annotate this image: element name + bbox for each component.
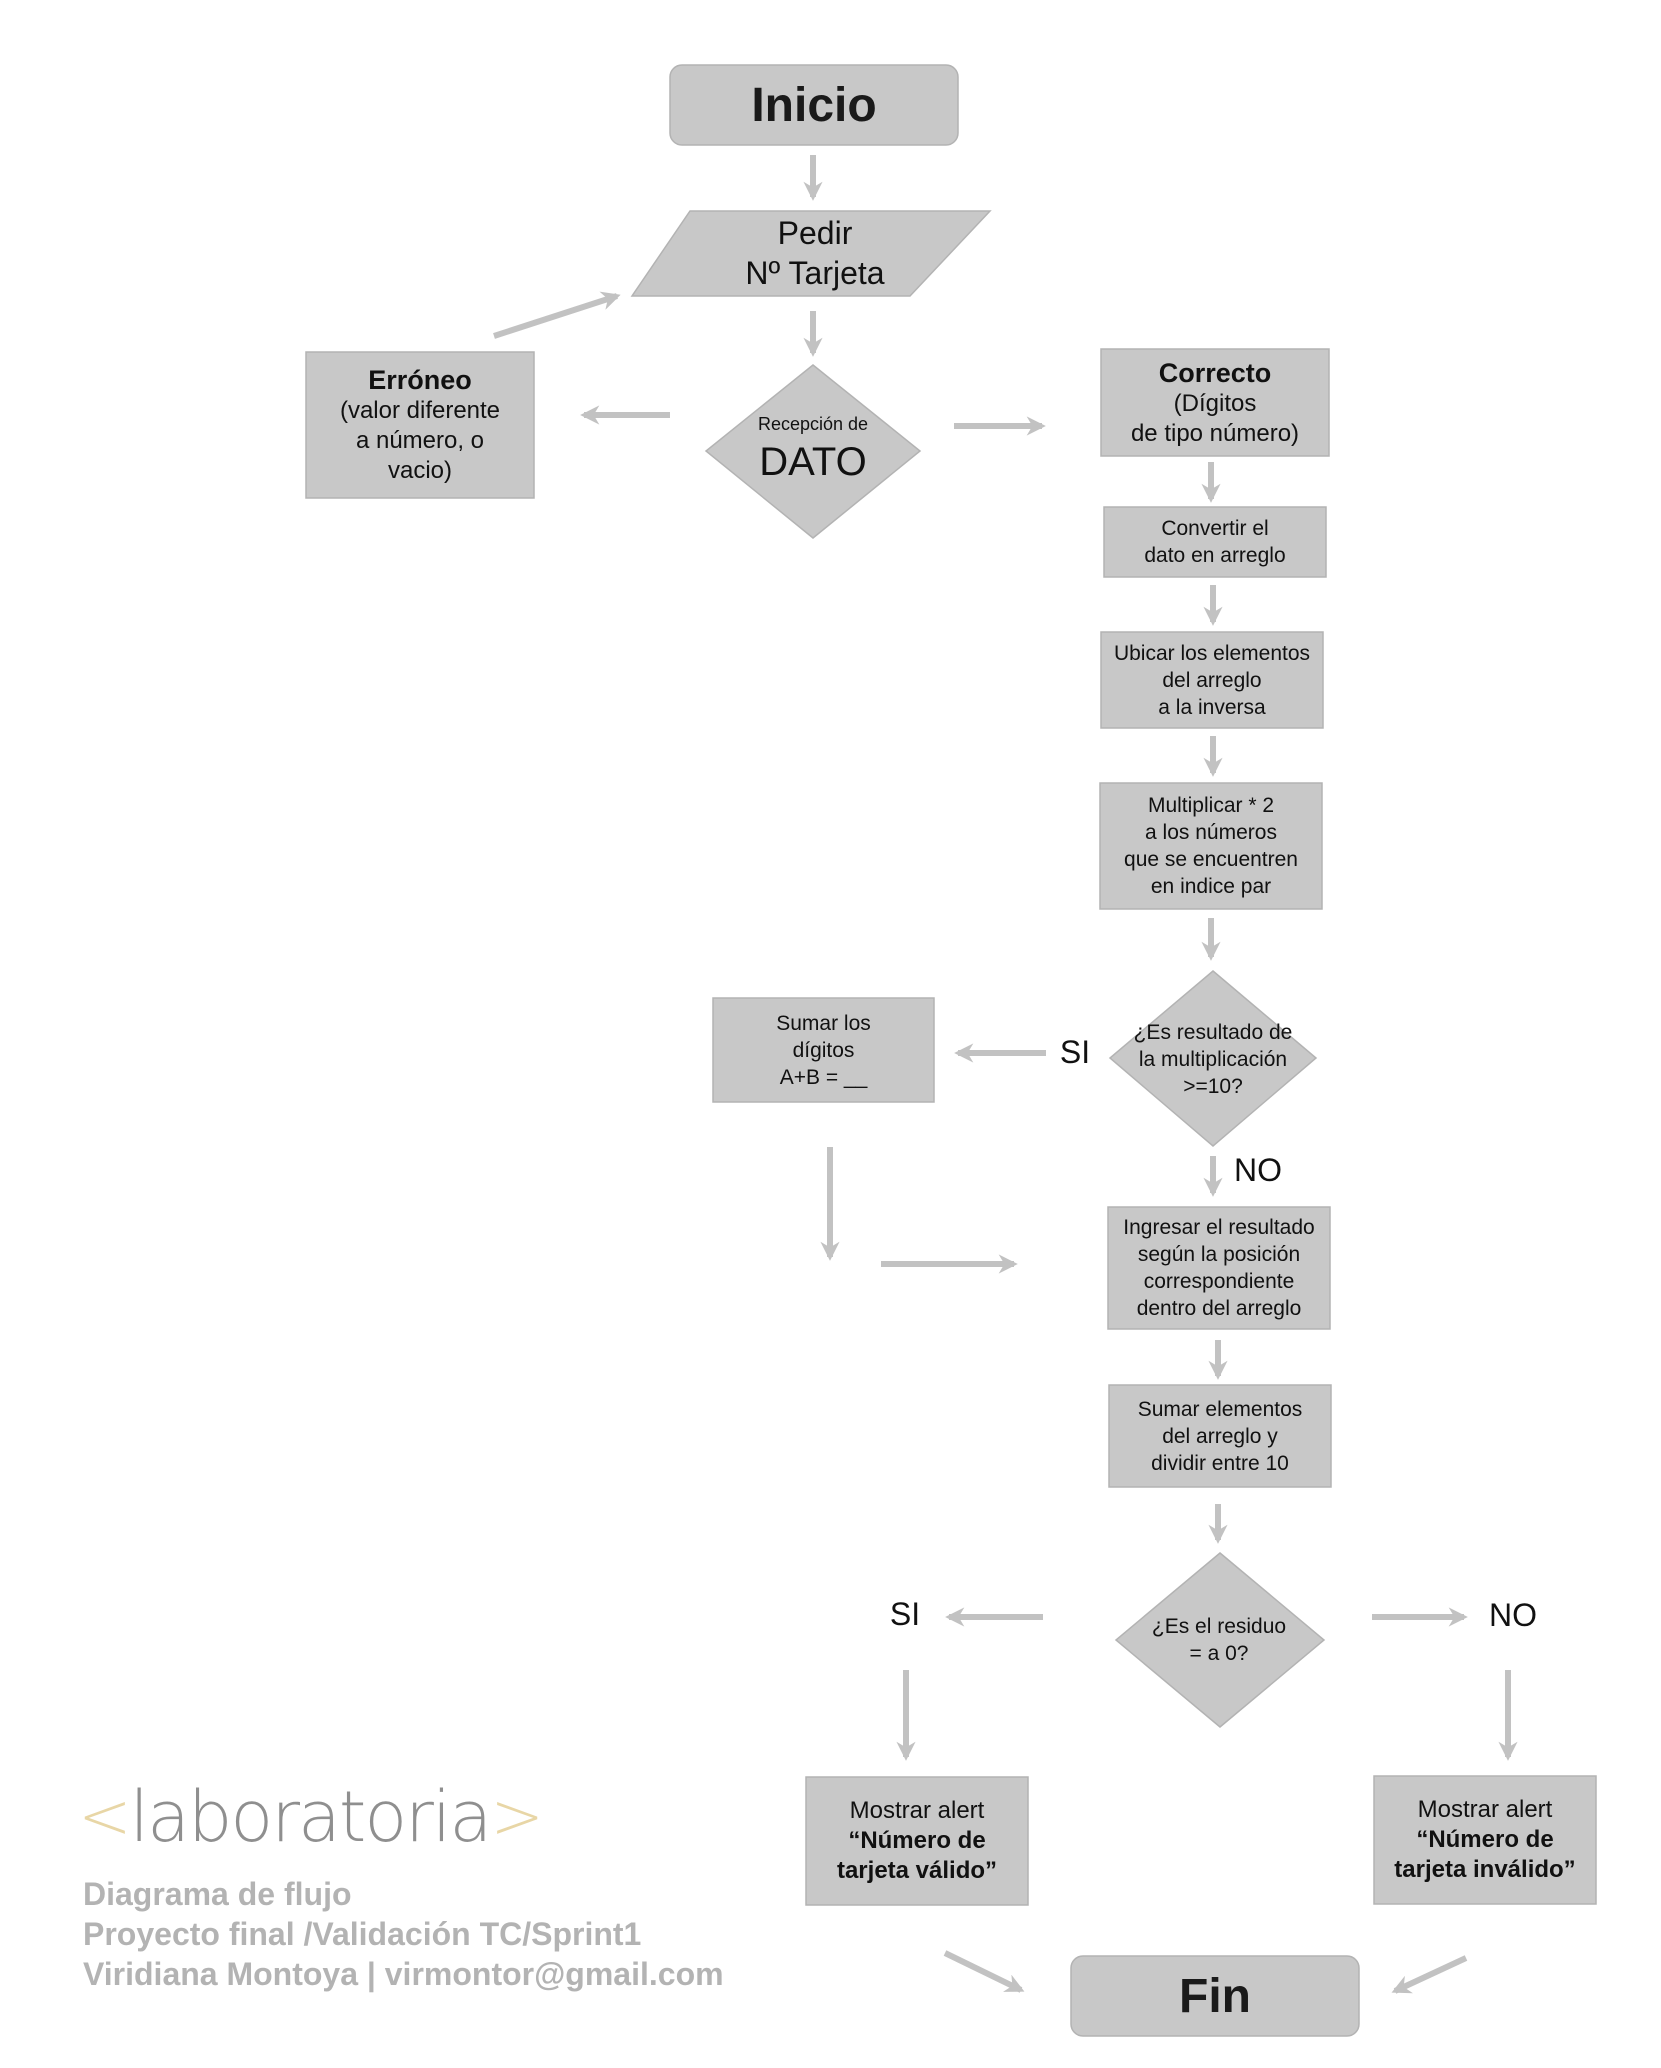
check10-no-label: NO — [1234, 1151, 1282, 1188]
sumdigits-label: Sumar los dígitos A+B = __ — [776, 1011, 871, 1089]
receive-small-text: Recepción de — [757, 414, 869, 434]
convert-label: Convertir el dato en arreglo — [1144, 517, 1286, 567]
valid-label: Mostrar alert “Número de tarjeta válido” — [806, 1777, 1028, 1905]
check10-label: ¿Es resultado de la multiplicación >=10? — [1133, 1020, 1293, 1098]
insert-label: Ingresar el resultado según la posición … — [1123, 1216, 1315, 1320]
reverse-box — [1100, 631, 1324, 729]
logo-close-bracket: > — [490, 1780, 544, 1854]
residue-label: ¿Es el residuo = a 0? — [1151, 1615, 1287, 1665]
end-terminator — [1070, 1955, 1360, 2037]
correct-box — [1100, 348, 1330, 457]
arrow-error-to-input — [493, 291, 621, 339]
check10-yes-label: SI — [1059, 1033, 1091, 1070]
end-label: Fin — [1179, 1969, 1251, 2023]
invalid-box — [1373, 1775, 1597, 1905]
residue-no-label: NO — [1489, 1596, 1537, 1633]
residue-decision — [1114, 1552, 1326, 1728]
correct-label: Correcto (Dígitos de tipo número) — [1101, 349, 1329, 456]
start-terminator — [669, 64, 959, 146]
receive-decision — [704, 364, 922, 539]
error-box — [305, 351, 535, 499]
receive-label: Recepción de DATO — [720, 400, 906, 500]
insert-box — [1107, 1206, 1331, 1330]
sumall-label: Sumar elementos del arreglo y dividir en… — [1137, 1397, 1303, 1475]
correct-title: Correcto — [1158, 357, 1272, 388]
start-label: Inicio — [751, 78, 877, 132]
input-parallelogram — [630, 210, 992, 297]
residue-yes-label: SI — [889, 1595, 921, 1632]
credit-line-project: Proyecto final /Validación TC/Sprint1 — [83, 1916, 642, 1952]
invalid-line2: “Número de tarjeta inválido” — [1394, 1826, 1576, 1883]
check10-decision — [1108, 970, 1318, 1147]
reverse-label: Ubicar los elementos del arreglo a la in… — [1113, 641, 1311, 719]
convert-box — [1103, 506, 1327, 578]
multiply-label: Multiplicar * 2 a los números que se enc… — [1124, 794, 1298, 898]
invalid-line1: Mostrar alert — [1417, 1796, 1553, 1823]
input-label: Pedir Nº Tarjeta — [745, 215, 885, 291]
valid-box — [805, 1776, 1029, 1906]
logo-open-bracket: < — [78, 1780, 132, 1854]
credit-line-author: Viridiana Montoya | virmontor@gmail.com — [83, 1956, 724, 1992]
valid-line2: “Número de tarjeta válido” — [836, 1827, 998, 1884]
error-desc: (valor diferente a número, o vacio) — [339, 397, 501, 484]
arrow-valid-to-end — [943, 1950, 1025, 1993]
invalid-label: Mostrar alert “Número de tarjeta inválid… — [1374, 1776, 1596, 1904]
multiply-box — [1099, 782, 1323, 910]
correct-desc: (Dígitos de tipo número) — [1130, 389, 1300, 447]
logo-wordmark: laboratoria — [129, 1776, 493, 1858]
credit-line-title: Diagrama de flujo — [83, 1876, 352, 1912]
receive-big-text: DATO — [759, 440, 867, 484]
valid-line1: Mostrar alert — [849, 1797, 985, 1824]
sumdigits-box — [712, 997, 935, 1103]
laboratoria-logo: < laboratoria > — [78, 1776, 544, 1858]
sumall-box — [1108, 1384, 1332, 1488]
arrow-invalid-to-end — [1391, 1955, 1468, 1994]
error-title: Erróneo — [368, 365, 472, 395]
error-label: Erróneo (valor diferente a número, o vac… — [306, 352, 534, 498]
